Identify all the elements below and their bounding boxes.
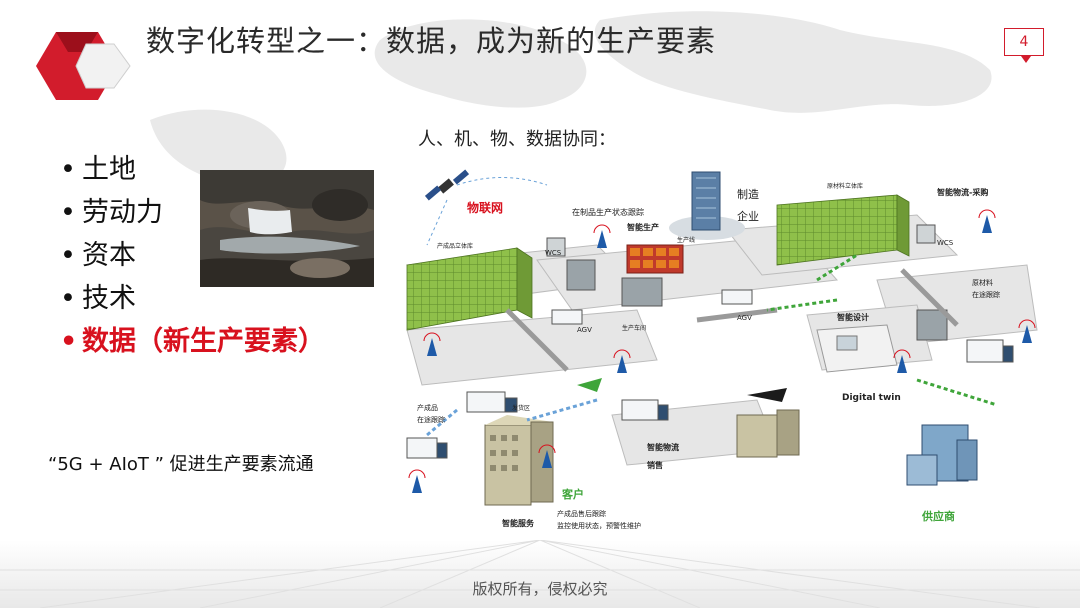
production-line-shelves <box>626 244 684 274</box>
smart-factory-diagram: 物联网 制造 企业 在制品生产状态跟踪 智能生产 生产线 产成品立体库 原材料立… <box>405 169 1038 530</box>
svg-text:在途跟踪: 在途跟踪 <box>972 290 1000 299</box>
enterprise-building <box>669 171 745 240</box>
svg-text:智能生产: 智能生产 <box>627 222 659 232</box>
list-item-highlight: •数据（新生产要素） <box>60 326 325 357</box>
company-logo <box>36 32 131 100</box>
svg-text:智能设计: 智能设计 <box>837 312 869 322</box>
svg-text:原材料立体库: 原材料立体库 <box>827 182 863 190</box>
list-item: •土地 <box>60 154 136 185</box>
svg-text:智能物流-采购: 智能物流-采购 <box>937 187 988 197</box>
copyright-footer: 版权所有，侵权必究 <box>472 580 608 598</box>
raw-material-warehouse <box>776 194 910 266</box>
svg-text:产成品立体库: 产成品立体库 <box>437 242 473 250</box>
list-item: •技术 <box>60 283 136 314</box>
svg-text:AGV: AGV <box>577 326 592 334</box>
svg-text:智能服务: 智能服务 <box>502 518 535 528</box>
slide-title: 数字化转型之一：数据，成为新的生产要素 <box>146 24 717 58</box>
digital-twin-office <box>816 324 898 373</box>
svg-text:智能物流: 智能物流 <box>647 442 679 452</box>
svg-text:生产车间: 生产车间 <box>622 324 646 332</box>
diagram-caption: 人、机、物、数据协同： <box>418 129 616 150</box>
svg-text:生产线: 生产线 <box>677 236 695 244</box>
svg-text:客户: 客户 <box>561 487 584 501</box>
svg-text:监控使用状态，预警性维护: 监控使用状态，预警性维护 <box>557 521 641 530</box>
svg-text:制造: 制造 <box>737 187 759 201</box>
svg-text:在制品生产状态跟踪: 在制品生产状态跟踪 <box>572 207 644 217</box>
svg-text:AGV: AGV <box>737 314 752 322</box>
page-number-badge: 4 <box>1004 28 1044 63</box>
svg-text:产成品: 产成品 <box>417 403 438 412</box>
svg-text:供应商: 供应商 <box>921 509 955 523</box>
svg-text:在途跟踪: 在途跟踪 <box>417 415 445 424</box>
footer-grid-background <box>0 540 1080 608</box>
svg-text:WCS: WCS <box>937 239 954 247</box>
customer-building <box>484 415 554 506</box>
signal-tower-icons <box>408 209 1036 493</box>
list-item: •资本 <box>60 240 136 271</box>
tagline: “5G + AIoT ” 促进生产要素流通 <box>48 454 314 475</box>
sales-building <box>736 409 800 458</box>
svg-text:销售: 销售 <box>647 460 663 470</box>
iot-label: 物联网 <box>467 200 503 215</box>
finished-goods-warehouse <box>406 247 533 331</box>
svg-text:Digital twin: Digital twin <box>842 393 901 403</box>
svg-text:产成品售后跟踪: 产成品售后跟踪 <box>557 509 606 518</box>
waterfall-photo <box>200 170 374 287</box>
list-item: •劳动力 <box>60 197 163 228</box>
svg-text:企业: 企业 <box>737 209 759 223</box>
svg-text:WCS: WCS <box>545 249 562 257</box>
truck-icons <box>406 289 1014 459</box>
svg-text:发货区: 发货区 <box>512 404 530 412</box>
svg-text:原材料: 原材料 <box>972 278 993 287</box>
supplier-building <box>906 424 978 486</box>
satellite-icon <box>424 169 470 201</box>
production-factor-list: •土地 •劳动力 •资本 •技术 •数据（新生产要素） <box>60 148 325 363</box>
